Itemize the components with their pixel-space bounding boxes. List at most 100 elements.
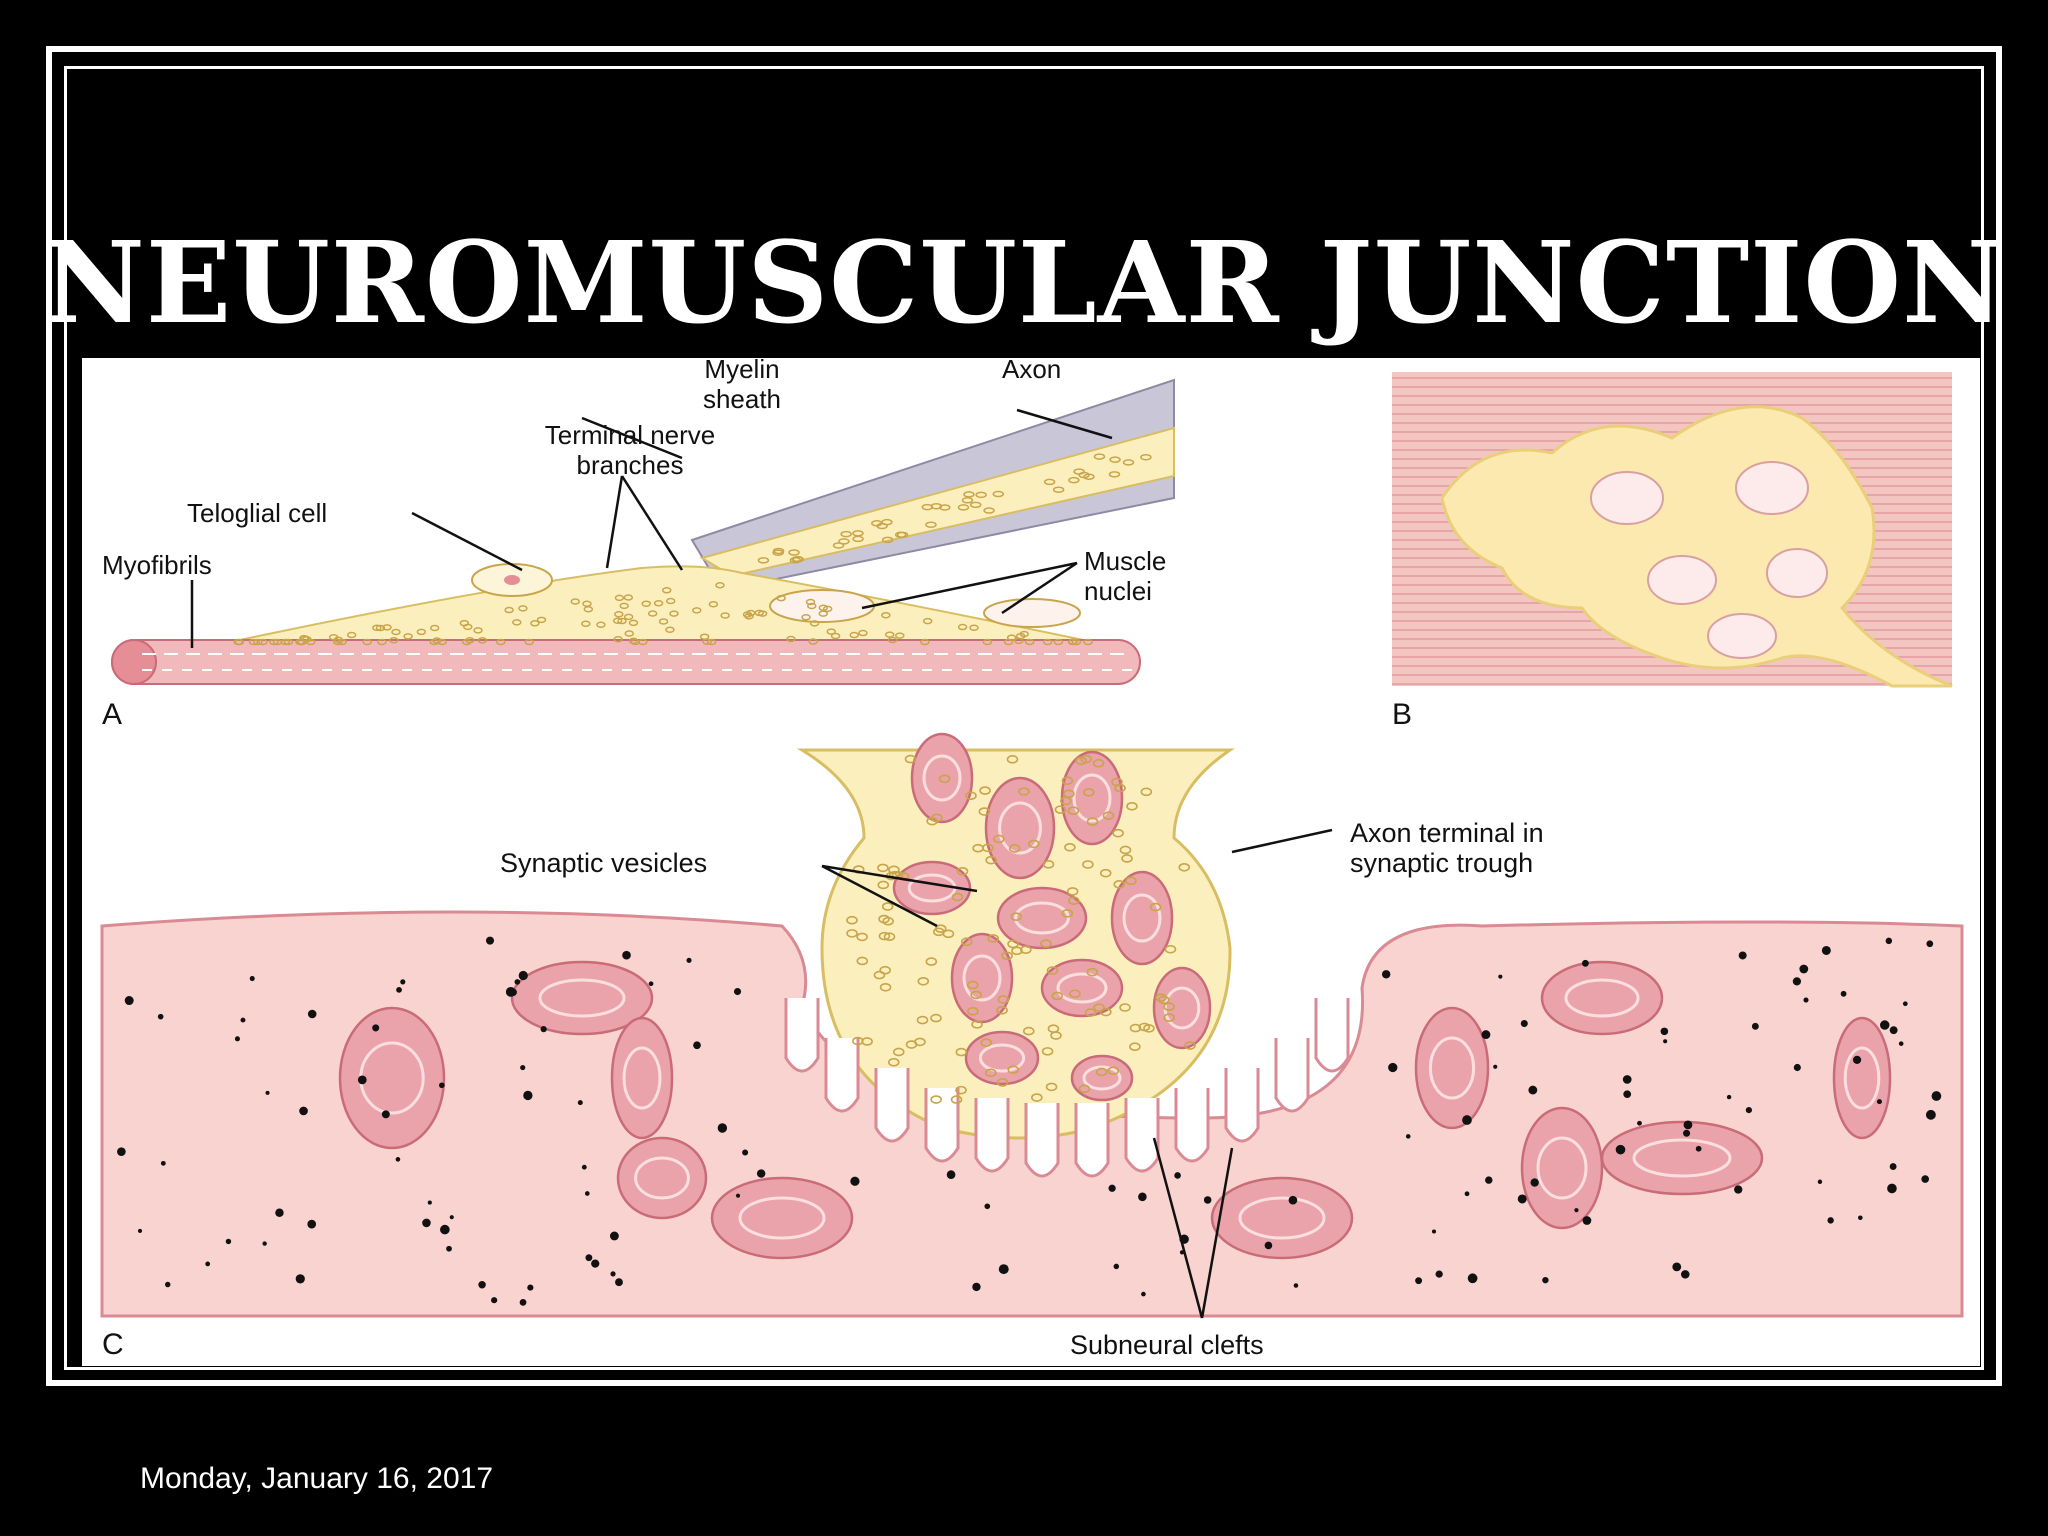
sarcoplasm-granule: [1727, 1095, 1731, 1099]
mitochondrion: [952, 934, 1012, 1022]
subneural-fold: [1226, 1068, 1258, 1141]
mitochondrion: [1416, 1008, 1488, 1128]
sarcoplasm-granule: [478, 1281, 486, 1289]
sarcoplasm-granule: [1799, 965, 1808, 974]
mitochondrion: [1042, 960, 1122, 1016]
sarcoplasm-granule: [1746, 1107, 1752, 1113]
sarcoplasm-granule: [1521, 1020, 1528, 1027]
panel-b-nucleus-4: [1767, 549, 1827, 597]
panel-b-letter: B: [1392, 698, 1412, 731]
sarcoplasm-granule: [1858, 1215, 1863, 1220]
sarcoplasm-granule: [520, 1065, 525, 1070]
axon-label: Axon: [1002, 358, 1061, 384]
sarcoplasm-granule: [585, 1191, 590, 1196]
sarcoplasm-granule: [850, 1177, 859, 1186]
sarcoplasm-granule: [1886, 938, 1893, 945]
sarcoplasm-granule: [235, 1036, 240, 1041]
teloglial-cell-label: Teloglial cell: [187, 498, 327, 528]
sarcoplasm-granule: [541, 1026, 547, 1032]
sarcoplasm-granule: [275, 1209, 283, 1217]
sarcoplasm-granule: [1530, 1178, 1538, 1186]
sarcoplasm-granule: [693, 1041, 701, 1049]
sarcoplasm-granule: [1663, 1039, 1667, 1043]
muscle-nuclei-label-line-1: Muscle: [1084, 546, 1166, 576]
sarcoplasm-granule: [1887, 1184, 1897, 1194]
myelin-sheath-label-line-2: sheath: [703, 384, 781, 414]
sarcoplasm-granule: [1498, 975, 1502, 979]
mitochondrion: [1522, 1108, 1602, 1228]
sarcoplasm-granule: [446, 1246, 452, 1252]
mitochondrion: [1072, 1056, 1132, 1100]
sarcoplasm-granule: [241, 1018, 246, 1023]
sarcoplasm-granule: [382, 1110, 390, 1118]
sarcoplasm-granule: [1890, 1163, 1897, 1170]
sarcoplasm-granule: [1877, 1099, 1882, 1104]
sarcoplasm-granule: [585, 1254, 592, 1261]
sarcoplasm-granule: [161, 1161, 166, 1166]
sarcoplasm-granule: [1890, 1026, 1898, 1034]
panel-a-letter: A: [102, 698, 122, 731]
sarcoplasm-granule: [1582, 960, 1589, 967]
sarcoplasm-granule: [299, 1107, 308, 1116]
sarcoplasm-granule: [1616, 1145, 1626, 1155]
sarcoplasm-granule: [1174, 1172, 1181, 1179]
sarcoplasm-granule: [1141, 1292, 1146, 1297]
subneural-fold: [1276, 1038, 1308, 1111]
sarcoplasm-granule: [622, 951, 631, 960]
neuromuscular-junction-figure: Myelin sheath Axon Terminal nerve branch…: [82, 358, 1980, 1366]
muscle-nuclei-label-line-2: nuclei: [1084, 576, 1152, 606]
sarcoplasm-granule: [1899, 1041, 1904, 1046]
sarcoplasm-granule: [1932, 1091, 1942, 1101]
sarcoplasm-granule: [947, 1170, 956, 1179]
sarcoplasm-granule: [1382, 970, 1390, 978]
sarcoplasm-granule: [1406, 1134, 1411, 1139]
sarcoplasm-granule: [527, 1285, 533, 1291]
subneural-fold: [1176, 1088, 1208, 1161]
sarcoplasm-granule: [1803, 997, 1808, 1002]
sarcoplasm-granule: [440, 1225, 450, 1235]
sarcoplasm-granule: [1818, 1180, 1822, 1184]
sarcoplasm-granule: [734, 988, 741, 995]
sarcoplasm-granule: [742, 1150, 748, 1156]
sarcoplasm-granule: [523, 1091, 532, 1100]
sarcoplasm-granule: [1204, 1196, 1212, 1204]
sarcoplasm-granule: [1926, 940, 1933, 947]
sarcoplasm-granule: [520, 1299, 527, 1306]
sarcoplasm-granule: [422, 1219, 431, 1228]
terminal-nerve-label-line-1: Terminal nerve: [545, 420, 716, 450]
sarcoplasm-granule: [999, 1264, 1009, 1274]
sarcoplasm-granule: [1114, 1264, 1119, 1269]
panel-b-nucleus-3: [1648, 556, 1716, 604]
mitochondrion: [612, 1018, 672, 1138]
sarcoplasm-granule: [686, 958, 691, 963]
panel-b-nucleus-1: [1591, 472, 1663, 524]
subneural-fold: [786, 998, 818, 1071]
panel-b-nucleus-5: [1708, 614, 1776, 658]
sarcoplasm-granule: [509, 989, 516, 996]
sarcoplasm-granule: [1388, 1063, 1397, 1072]
sarcoplasm-granule: [1683, 1130, 1690, 1137]
sarcoplasm-granule: [250, 976, 255, 981]
sarcoplasm-granule: [1794, 1064, 1801, 1071]
sarcoplasm-granule: [1432, 1229, 1436, 1233]
sarcoplasm-granule: [486, 937, 494, 945]
sarcoplasm-granule: [1623, 1090, 1631, 1098]
mitochondrion: [1062, 752, 1122, 844]
sarcoplasm-granule: [1661, 1028, 1669, 1036]
mitochondrion: [712, 1178, 852, 1258]
sarcoplasm-granule: [1734, 1185, 1742, 1193]
sarcoplasm-granule: [972, 1283, 980, 1291]
sarcoplasm-granule: [308, 1010, 317, 1019]
sarcoplasm-granule: [1294, 1283, 1299, 1288]
terminal-nerve-label-line-2: branches: [577, 450, 684, 480]
sarcoplasm-granule: [439, 1082, 445, 1088]
sarcoplasm-granule: [1289, 1196, 1298, 1205]
slide-title: NEUROMUSCULAR JUNCTION: [0, 218, 2048, 349]
sarcoplasm-granule: [1696, 1146, 1702, 1152]
sarcoplasm-granule: [1542, 1277, 1548, 1283]
mitochondrion: [966, 1032, 1038, 1084]
sarcoplasm-granule: [1574, 1208, 1578, 1212]
mitochondrion: [618, 1138, 706, 1218]
sarcoplasm-granule: [158, 1014, 164, 1020]
sarcoplasm-granule: [1623, 1075, 1632, 1084]
